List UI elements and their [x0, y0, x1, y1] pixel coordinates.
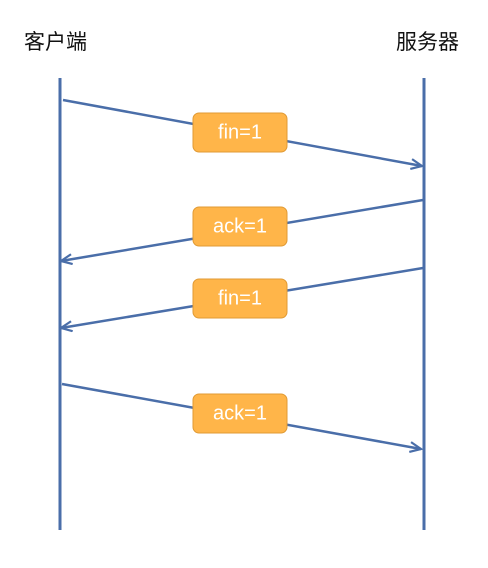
message-1-box [192, 112, 288, 153]
message-3: fin=1 [61, 266, 424, 328]
message-2-label: ack=1 [213, 215, 267, 237]
message-4: ack=1 [61, 382, 421, 449]
message-4-label: ack=1 [213, 402, 267, 424]
message-4-box [192, 393, 288, 434]
message-1-label: fin=1 [218, 121, 262, 143]
message-2-box [192, 206, 288, 247]
server-actor-label: 服务器 [396, 30, 459, 54]
message-1: fin=1 [62, 98, 422, 166]
message-3-box [192, 278, 288, 319]
message-3-label: fin=1 [218, 287, 262, 309]
message-2: ack=1 [61, 198, 424, 261]
client-actor-label: 客户端 [24, 30, 87, 54]
